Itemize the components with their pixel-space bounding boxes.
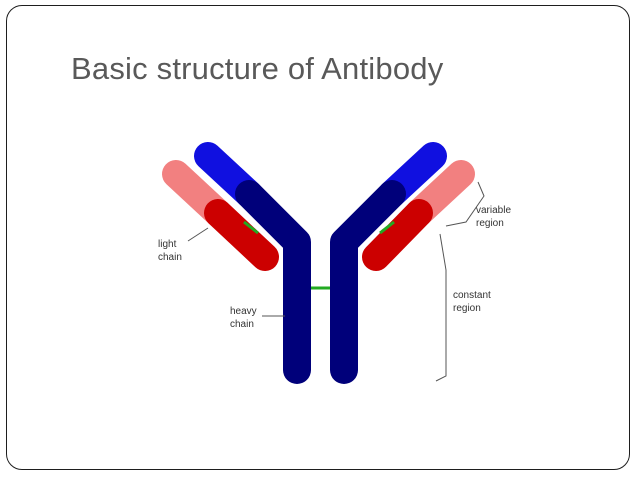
heavy-chain-label: heavy chain [230, 306, 259, 330]
disulfide-bond-right [379, 220, 395, 235]
slide-frame [6, 5, 630, 470]
light-chain-right [362, 160, 475, 271]
light-chain-right-constant [362, 199, 433, 271]
heavy-chain-right-constant [330, 180, 406, 384]
light-chain-left [162, 160, 279, 271]
variable-region-bracket [445, 181, 485, 227]
light-chain-label: light chain [158, 239, 182, 263]
constant-region-label: constant region [453, 290, 494, 314]
heavy-chain-right [330, 142, 447, 384]
heavy-chain-left-constant [235, 180, 311, 384]
constant-region-bracket [435, 233, 447, 382]
disulfide-bond-left [243, 220, 259, 235]
light-chain-leader [187, 227, 209, 242]
heavy-chain-left [194, 142, 311, 384]
light-chain-left-constant [204, 199, 279, 271]
variable-region-label: variable region [476, 205, 514, 229]
slide-title: Basic structure of Antibody [71, 51, 444, 86]
